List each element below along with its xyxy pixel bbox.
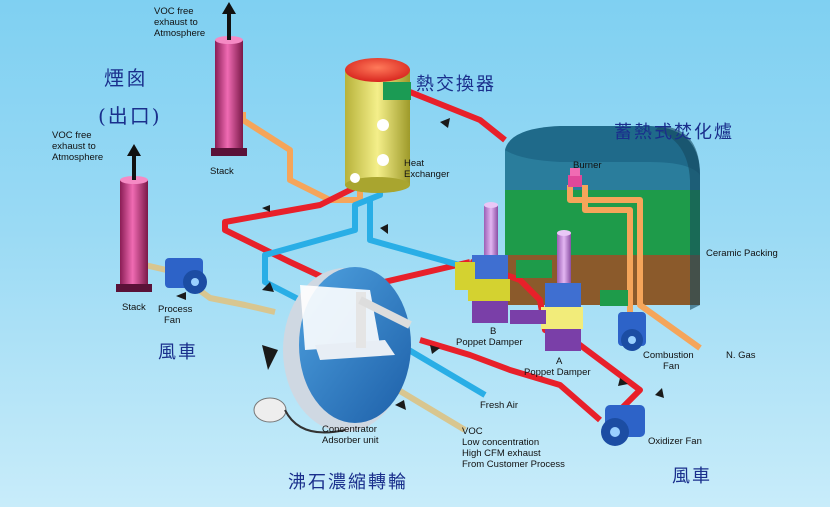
flow-arrow <box>655 388 664 398</box>
cjk-rto: 蓄熱式焚化爐 <box>614 122 734 143</box>
pipe-gas-line <box>567 185 702 351</box>
process-fan <box>165 258 207 294</box>
flow-arrow <box>262 282 274 292</box>
flow-arrow <box>395 400 406 410</box>
pipe-oxidizer-feed <box>419 337 602 423</box>
pipe-combustion-air <box>582 185 633 320</box>
flow-arrow <box>430 345 440 354</box>
label-concentrator: Concentrator Adsorber unit <box>322 424 379 446</box>
label-poppet-damper-b: B Poppet Damper <box>456 326 523 348</box>
label-n-gas: N. Gas <box>726 350 756 361</box>
flow-arrows <box>176 118 664 410</box>
cjk-fan-left: 風車 <box>158 342 198 363</box>
burner <box>568 168 582 187</box>
label-poppet-damper-a: A Poppet Damper <box>524 356 591 378</box>
pipe-hx-to-rto <box>408 89 507 143</box>
label-fresh-air: Fresh Air <box>480 400 519 411</box>
pipe-blue-upper <box>367 200 496 278</box>
label-burner: Burner <box>573 160 602 171</box>
heat-exchanger <box>345 58 411 193</box>
cjk-heat-exchanger: 熱交換器 <box>416 74 496 95</box>
rto-chamber <box>505 126 700 310</box>
label-stack-left: Stack <box>122 302 146 313</box>
label-voc-source: VOC Low concentration High CFM exhaust F… <box>462 426 565 470</box>
flow-arrow <box>380 224 388 234</box>
flow-arrow <box>262 205 270 212</box>
label-process-fan: Process Fan <box>158 304 193 326</box>
label-heat-exchanger: Heat Exchanger <box>404 158 450 180</box>
label-voc-free-left: VOC free exhaust to Atmosphere <box>52 130 104 163</box>
flow-arrow <box>440 118 450 128</box>
cjk-zeolite-wheel: 沸石濃縮轉輪 <box>288 472 408 493</box>
cjk-outlet: (出口) <box>98 104 162 128</box>
label-voc-free-top: VOC free exhaust to Atmosphere <box>154 6 206 39</box>
label-stack-top: Stack <box>210 166 234 177</box>
flow-arrow <box>618 378 628 386</box>
oxidizer-fan <box>601 405 645 446</box>
stack-short <box>116 144 152 292</box>
label-oxidizer-fan: Oxidizer Fan <box>648 436 702 447</box>
pipe-hx-to-wheel <box>262 160 383 303</box>
pipe-stack-to-hx <box>240 112 363 203</box>
cjk-fan-right: 風車 <box>672 466 712 487</box>
label-ceramic-packing: Ceramic Packing <box>706 248 778 259</box>
label-combustion-fan: Combustion Fan <box>643 350 694 372</box>
cjk-chimney: 煙囪 <box>104 66 148 90</box>
combustion-fan <box>618 312 646 351</box>
stack-tall <box>211 2 247 156</box>
poppet-damper-b <box>455 202 552 323</box>
flow-arrow <box>176 292 186 300</box>
concentrator-wheel <box>253 267 412 434</box>
poppet-damper-a <box>510 230 628 351</box>
